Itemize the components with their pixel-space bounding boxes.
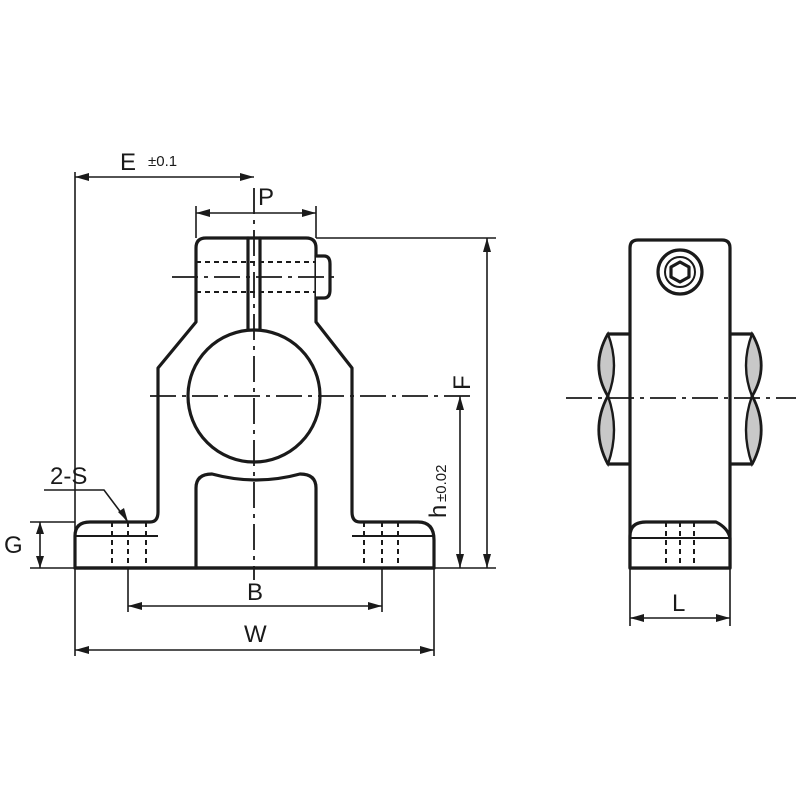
arrow-p-right <box>302 209 316 217</box>
arrow-p-left <box>196 209 210 217</box>
arrow-g-top <box>36 522 44 534</box>
screw-head-inner <box>664 256 696 288</box>
side-body-outline <box>628 238 732 570</box>
arrow-h-bottom <box>456 554 464 568</box>
dimensions-front: E ±0.1 P F h ±0.02 2-S G <box>4 149 496 656</box>
arrow-w-left <box>75 646 89 654</box>
shaft-right-section-2 <box>744 393 763 467</box>
front-view <box>73 188 470 580</box>
arch-cutout <box>194 472 318 570</box>
label-f: F <box>449 375 476 390</box>
label-g: G <box>4 532 23 559</box>
arrow-g-bottom <box>36 556 44 568</box>
arrow-b-right <box>368 602 382 610</box>
label-b: B <box>247 579 263 606</box>
label-l: L <box>672 590 685 617</box>
arrow-s <box>118 508 128 522</box>
label-e: E <box>120 149 136 176</box>
arrow-e-left <box>75 173 89 181</box>
label-h-tolerance: ±0.02 <box>433 465 450 502</box>
arrow-f-bottom <box>483 554 491 568</box>
shaft-left-section-2 <box>597 393 616 467</box>
arrow-h-top <box>456 396 464 410</box>
arrow-e-right <box>240 173 254 181</box>
label-w: W <box>244 621 267 648</box>
arrow-f-top <box>483 238 491 252</box>
shaft-right-section <box>744 331 763 399</box>
hex-socket-icon <box>669 260 691 284</box>
arrow-l-left <box>630 614 644 622</box>
shaft-left-section <box>597 331 616 399</box>
leader-s <box>44 489 129 523</box>
label-h: h <box>425 505 452 518</box>
label-s: 2-S <box>50 463 87 490</box>
side-view: L <box>566 238 796 626</box>
label-p: P <box>258 184 274 211</box>
arrow-w-right <box>420 646 434 654</box>
arrow-b-left <box>128 602 142 610</box>
label-e-tolerance: ±0.1 <box>148 153 177 170</box>
arrow-l-right <box>716 614 730 622</box>
